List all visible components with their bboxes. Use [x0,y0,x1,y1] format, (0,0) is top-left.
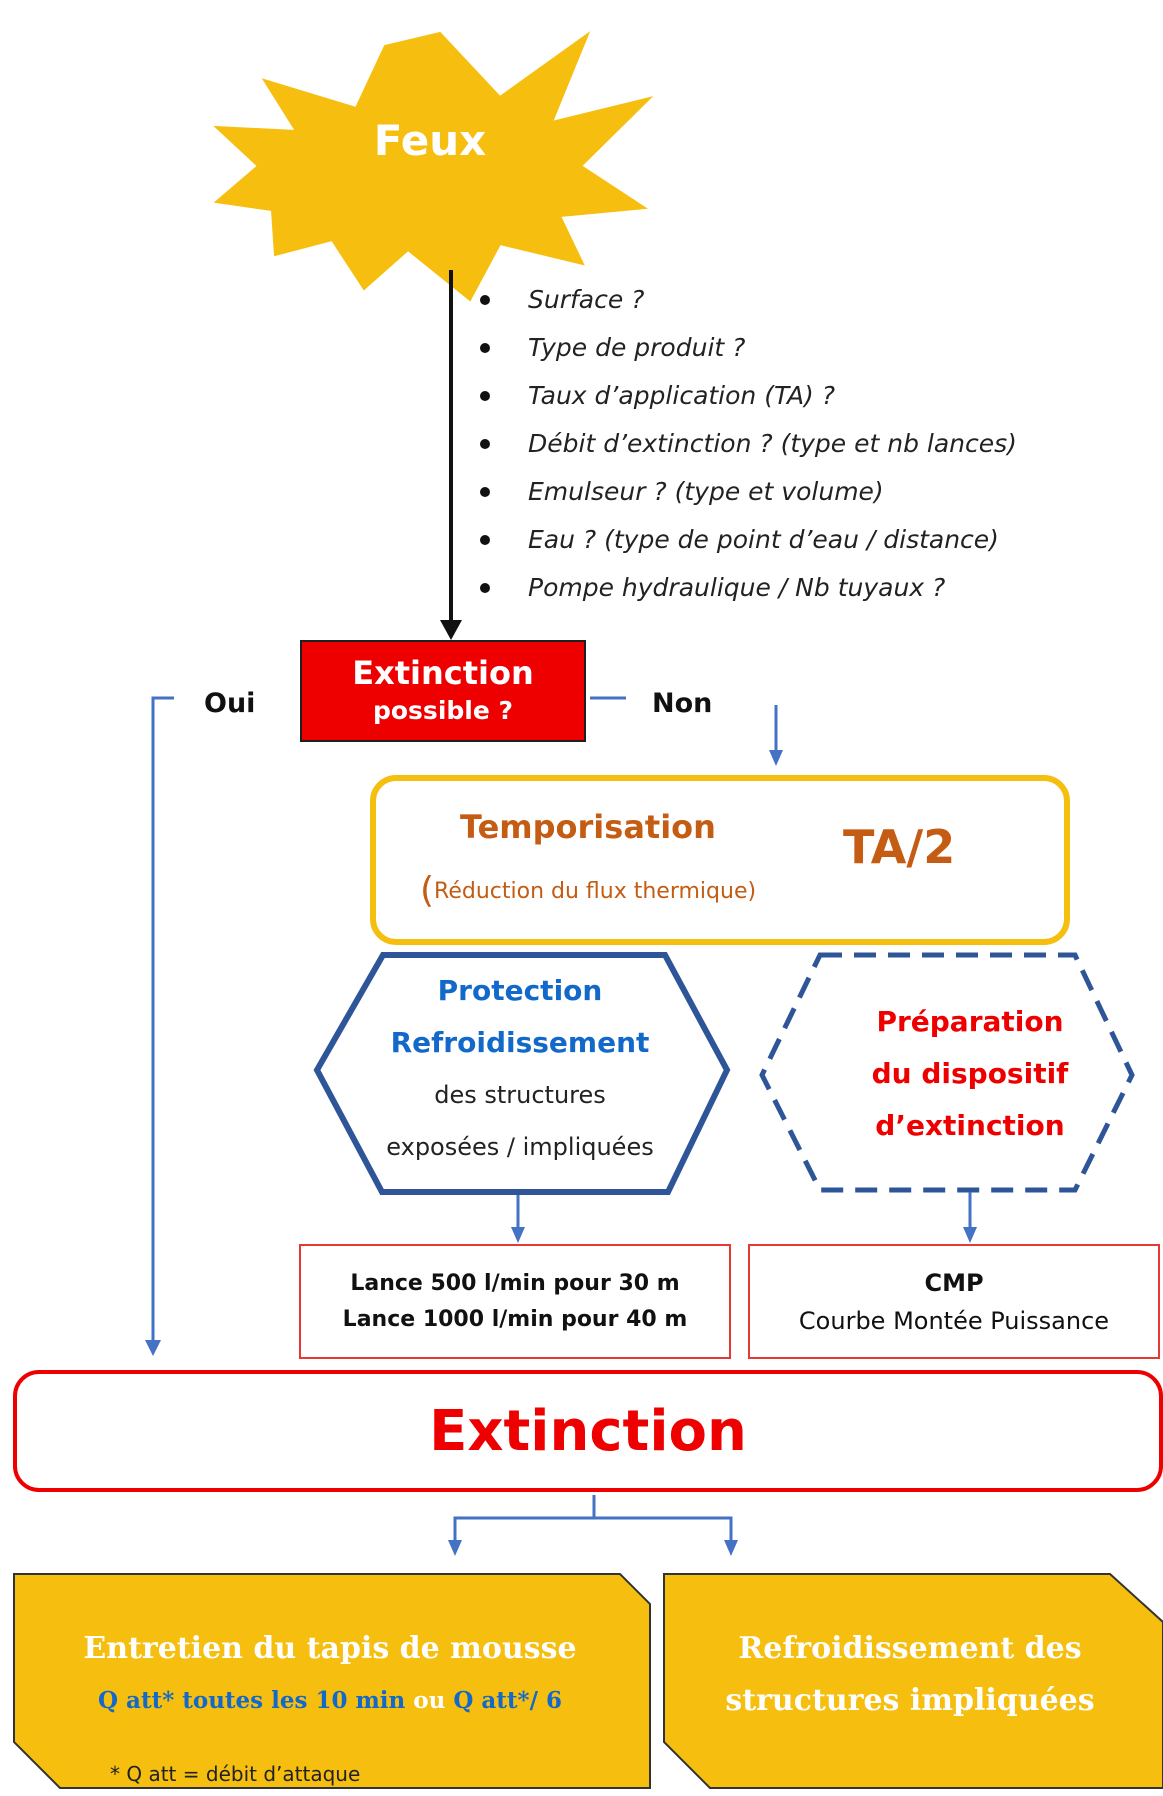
question-item: Taux d’application (TA) ? [480,372,1017,420]
decision-line2: possible ? [372,696,514,725]
cmp-subtitle: Courbe Montée Puissance [798,1306,1110,1335]
lances-box: Lance 500 l/min pour 30 m Lance 1000 l/m… [299,1244,731,1359]
refroidissement-line2: structures impliquées [725,1683,1095,1718]
entretien-text: Entretien du tapis de mousse Q att* tout… [20,1580,640,1770]
fire-label: Feux [373,115,487,165]
entretien-title: Entretien du tapis de mousse [83,1631,577,1666]
cmp-title: CMP [924,1268,984,1297]
temporisation-paren: ( [420,870,435,911]
entretien-shape [13,1573,651,1789]
preparation-text: Préparation du dispositif d’extinction [780,996,1160,1152]
hex1-arrow-head [511,1227,525,1243]
temporisation-subtitle: (Réduction du flux thermique) [420,870,756,911]
entretien-q2: Q att*/ 6 [453,1687,562,1714]
fire-burst-shape [213,31,654,302]
decision-box: Extinction possible ? [300,640,586,742]
lances-line2: Lance 1000 l/min pour 40 m [342,1306,688,1332]
question-item: Type de produit ? [480,324,1017,372]
protection-line3: des structures [434,1081,606,1109]
split-left-head [448,1540,462,1556]
refroidissement-line1: Refroidissement des [738,1631,1082,1666]
refroidissement-shape [663,1573,1163,1789]
lances-line1: Lance 500 l/min pour 30 m [350,1270,680,1296]
cmp-box: CMP Courbe Montée Puissance [748,1244,1160,1359]
protection-hexagon [313,952,731,1195]
refroidissement-text: Refroidissement des structures impliquée… [660,1580,1160,1770]
no-label: Non [652,688,713,719]
preparation-hexagon [759,952,1135,1193]
temporisation-ratio: TA/2 [843,820,956,874]
question-item: Emulseur ? (type et volume) [480,468,1017,516]
question-item: Débit d’extinction ? (type et nb lances) [480,420,1017,468]
question-item: Surface ? [480,276,1017,324]
preparation-line1: Préparation [876,1005,1064,1038]
extinction-label: Extinction [429,1398,747,1464]
decision-line1: Extinction [352,654,534,692]
protection-line1: Protection [437,974,603,1007]
temporisation-box [370,775,1070,945]
footnote: * Q att = débit d’attaque [110,1762,361,1786]
extinction-box: Extinction [13,1370,1163,1492]
split-bar [453,1516,733,1540]
question-item: Pompe hydraulique / Nb tuyaux ? [480,564,1017,612]
main-arrow-head [440,620,462,640]
protection-line2: Refroidissement [390,1026,650,1059]
entretien-subline: Q att* toutes les 10 min ou Q att*/ 6 [98,1675,562,1727]
preparation-line2: du dispositif [871,1057,1069,1090]
split-right-head [724,1540,738,1556]
entretien-q1: Q att* toutes les 10 min [98,1687,406,1714]
question-item: Eau ? (type de point d’eau / distance) [480,516,1017,564]
protection-line4: exposées / impliquées [386,1133,654,1161]
oui-arrow-head [145,1340,161,1356]
preparation-line3: d’extinction [875,1109,1065,1142]
temporisation-subtitle-text: Réduction du flux thermique) [434,879,757,904]
temporisation-title: Temporisation [460,808,716,846]
entretien-or: ou [405,1687,454,1714]
oui-connector [151,696,174,1340]
question-list: Surface ? Type de produit ? Taux d’appli… [480,276,1017,612]
hex2-arrow-head [963,1227,977,1243]
yes-label: Oui [204,688,256,719]
protection-text: Protection Refroidissement des structure… [330,965,710,1173]
non-arrow-head [769,750,783,766]
